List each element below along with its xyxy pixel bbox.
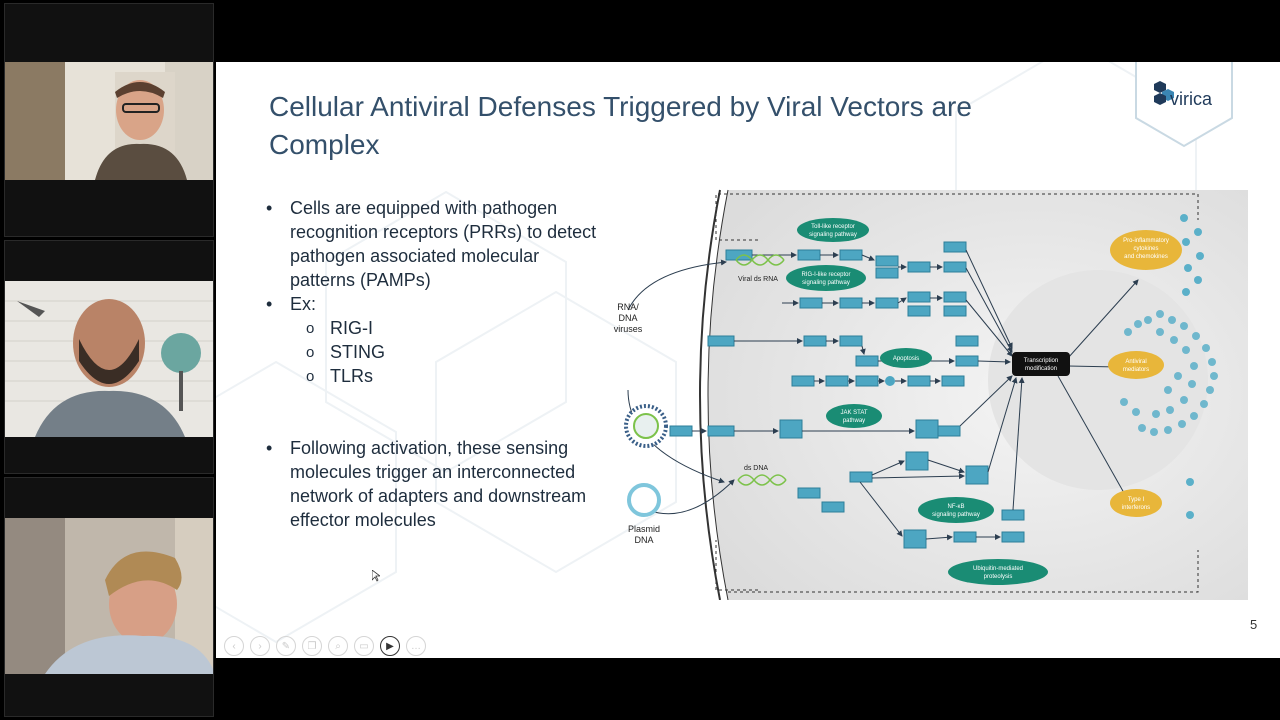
slide-title: Cellular Antiviral Defenses Triggered by… <box>269 91 972 160</box>
label-ubiq: Ubiquitin-mediated <box>973 566 1023 572</box>
label-rig-2: signaling pathway <box>802 280 850 286</box>
label-pro-inflam-2: cytokines <box>1133 246 1158 252</box>
participant-video-3 <box>5 518 213 674</box>
label-viral-ds-rna: Viral ds RNA <box>738 276 778 283</box>
label-pro-inflam-3: and chemokines <box>1124 254 1168 260</box>
brand-name: virica <box>1170 89 1213 109</box>
label-antiviral-2: mediators <box>1123 367 1149 373</box>
virica-logo <box>1135 62 1233 148</box>
bullet-list: Cells are equipped with pathogen recogni… <box>264 196 604 532</box>
participant-tile-2[interactable] <box>4 240 214 474</box>
camera-icon[interactable]: ▶ <box>380 636 400 656</box>
slide-toolbar: ‹ › ✎ ❐ ⌕ ▭ ▶ … <box>224 636 426 656</box>
label-nfkb: NF-κB <box>948 504 965 510</box>
label-plasmid: Plasmid <box>628 524 660 534</box>
label-ds-dna: ds DNA <box>744 465 768 472</box>
participant-tile-3[interactable] <box>4 477 214 717</box>
prev-icon[interactable]: ‹ <box>224 636 244 656</box>
sub-bullet-tlrs: TLRs <box>264 364 604 389</box>
presentation-slide: Cellular Antiviral Defenses Triggered by… <box>216 62 1280 658</box>
label-pro-inflam: Pro-inflammatory <box>1123 238 1169 244</box>
sub-bullet-sting: STING <box>264 340 604 365</box>
zoom-icon[interactable]: ⌕ <box>328 636 348 656</box>
label-transcription: Transcription <box>1024 358 1058 364</box>
bullet-activation: Following activation, these sensing mole… <box>264 436 604 532</box>
more-icon[interactable]: … <box>406 636 426 656</box>
bullet-prr: Cells are equipped with pathogen recogni… <box>264 196 604 292</box>
slides-icon[interactable]: ▭ <box>354 636 374 656</box>
bullet-examples: Ex: <box>264 292 604 316</box>
label-ubiq-2: proteolysis <box>984 574 1013 580</box>
participant-tile-1[interactable] <box>4 3 214 237</box>
label-rna-viruses-3: viruses <box>614 324 643 334</box>
antiviral-pathway-diagram: RNA/ DNA viruses Plasmid DNA Viral ds RN… <box>614 189 1248 600</box>
next-icon[interactable]: › <box>250 636 270 656</box>
label-type1-2: interferons <box>1122 505 1150 511</box>
pen-icon[interactable]: ✎ <box>276 636 296 656</box>
label-toll-2: signaling pathway <box>809 232 857 238</box>
label-plasmid-2: DNA <box>634 535 653 545</box>
label-antiviral: Antiviral <box>1125 359 1146 365</box>
label-type1: Type I <box>1128 497 1145 503</box>
label-nfkb-2: signaling pathway <box>932 512 980 518</box>
label-transcription-2: modification <box>1025 366 1057 372</box>
label-toll: Toll-like receptor <box>811 224 855 230</box>
label-rna-viruses: RNA/ <box>617 302 639 312</box>
page-number: 5 <box>1250 617 1258 632</box>
label-apoptosis: Apoptosis <box>893 356 919 362</box>
participant-video-1 <box>5 62 213 180</box>
label-rna-viruses-2: DNA <box>618 313 637 323</box>
mouse-cursor-icon <box>372 570 380 582</box>
label-jak-2: pathway <box>843 418 865 424</box>
participant-video-2 <box>5 281 213 437</box>
label-jak: JAK STAT <box>840 410 867 416</box>
label-rig: RIG-I-like receptor <box>801 272 850 278</box>
sub-bullet-rig: RIG-I <box>264 316 604 341</box>
copy-icon[interactable]: ❐ <box>302 636 322 656</box>
